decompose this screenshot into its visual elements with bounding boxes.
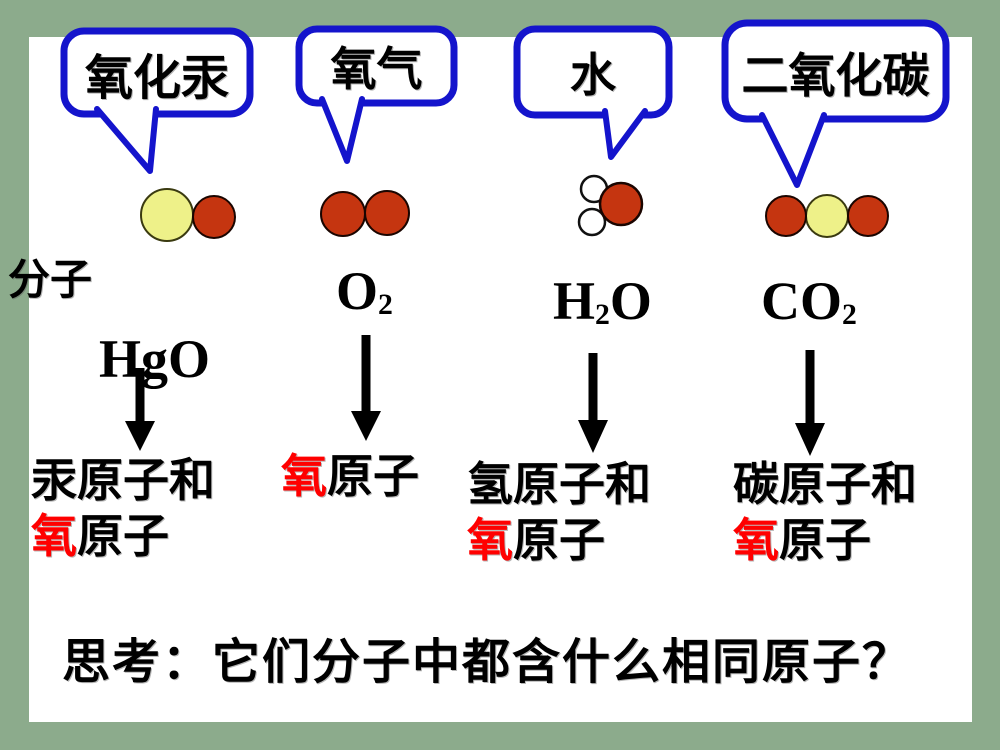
result-line: 氧原子 bbox=[733, 512, 917, 568]
result-line: 碳原子和 bbox=[733, 456, 917, 512]
bubble-tail bbox=[319, 96, 365, 164]
result-water: 氢原子和 氧原子 bbox=[467, 456, 651, 568]
down-arrow-hgo bbox=[125, 368, 155, 451]
formula-part: O bbox=[336, 261, 379, 321]
bubble-label-mercury-oxide: 氧化汞 bbox=[84, 49, 229, 106]
bubble-box bbox=[295, 25, 458, 107]
oxygen-atom-circle bbox=[598, 181, 644, 227]
formula-o2: O2 bbox=[336, 261, 393, 322]
speech-bubble-mercury-oxide bbox=[60, 27, 254, 174]
molecule-h2o bbox=[577, 174, 644, 237]
bubble-box bbox=[513, 25, 673, 119]
result-black-text: 原子 bbox=[779, 513, 871, 567]
result-line: 汞原子和 bbox=[31, 452, 215, 508]
speech-bubble-carbon-dioxide bbox=[721, 19, 950, 188]
bubble-tail bbox=[602, 108, 648, 160]
molecule-hgo bbox=[140, 188, 236, 242]
slide-panel bbox=[29, 37, 972, 722]
result-black-text: 碳原子和 bbox=[733, 457, 917, 511]
result-line: 氧原子 bbox=[31, 508, 215, 564]
speech-bubble-water bbox=[513, 25, 673, 160]
hydrogen-atom-circle bbox=[577, 207, 607, 237]
formula-subscript: 2 bbox=[595, 299, 610, 332]
result-black-text: 汞原子和 bbox=[31, 453, 215, 507]
result-black-text: 原子 bbox=[513, 513, 605, 567]
formula-co2: CO2 bbox=[761, 271, 857, 332]
carbon-atom-circle bbox=[805, 194, 849, 238]
question-text: 思考：它们分子中都含什么相同原子？ bbox=[62, 634, 913, 690]
molecule-row-label: 分子 bbox=[8, 255, 93, 304]
result-red-char: 氧 bbox=[467, 513, 513, 567]
bubble-tail bbox=[94, 106, 159, 174]
result-line: 氧原子 bbox=[281, 448, 419, 504]
result-black-text: 氢原子和 bbox=[467, 457, 651, 511]
formula-part: O bbox=[609, 271, 652, 331]
result-line: 氧原子 bbox=[467, 512, 651, 568]
formula-part: H bbox=[553, 271, 596, 331]
result-carbon-dioxide: 碳原子和 氧原子 bbox=[733, 456, 917, 568]
mercury-atom-circle bbox=[140, 188, 194, 242]
bubble-tail bbox=[759, 112, 827, 188]
oxygen-atom-circle bbox=[320, 191, 366, 237]
down-arrow-co2 bbox=[795, 350, 825, 456]
bubble-box bbox=[721, 19, 950, 123]
molecule-co2 bbox=[765, 194, 889, 238]
formula-hgo: HgO bbox=[99, 332, 210, 386]
down-arrow-h2o bbox=[578, 353, 608, 453]
speech-bubble-oxygen-gas bbox=[295, 25, 458, 164]
result-red-char: 氧 bbox=[733, 513, 779, 567]
formula-part: CO bbox=[761, 271, 842, 331]
formula-subscript: 2 bbox=[842, 299, 857, 332]
oxygen-atom-circle bbox=[364, 190, 410, 236]
result-black-text: 原子 bbox=[77, 509, 169, 563]
molecule-o2 bbox=[320, 190, 410, 237]
oxygen-atom-circle bbox=[765, 195, 807, 237]
result-red-char: 氧 bbox=[31, 509, 77, 563]
result-mercury-oxide: 汞原子和 氧原子 bbox=[31, 452, 215, 564]
down-arrow-o2 bbox=[351, 335, 381, 441]
bubble-label-water: 水 bbox=[570, 48, 616, 102]
result-line: 氢原子和 bbox=[467, 456, 651, 512]
oxygen-atom-circle bbox=[192, 195, 236, 239]
formula-part: HgO bbox=[99, 329, 211, 389]
oxygen-atom-circle bbox=[847, 195, 889, 237]
bubble-label-carbon-dioxide: 二氧化碳 bbox=[741, 48, 930, 104]
result-oxygen-gas: 氧原子 bbox=[281, 448, 419, 504]
result-black-text: 原子 bbox=[327, 449, 419, 503]
formula-subscript: 2 bbox=[378, 289, 393, 322]
formula-h2o: H2O bbox=[553, 271, 652, 332]
result-red-char: 氧 bbox=[281, 449, 327, 503]
bubble-label-oxygen-gas: 氧气 bbox=[330, 42, 423, 96]
